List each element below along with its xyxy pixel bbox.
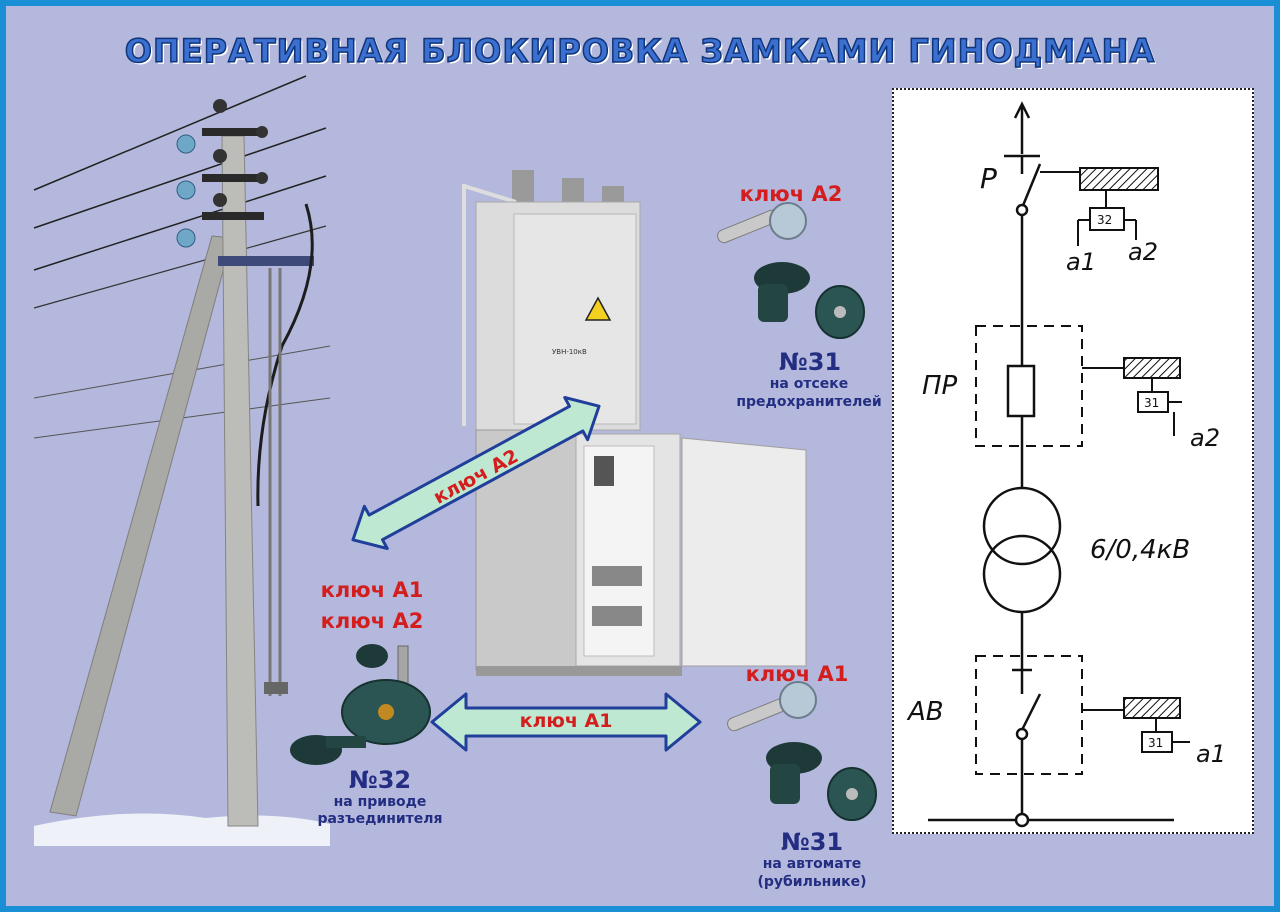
lock31-breaker-caption-line2: (рубильнике) xyxy=(757,874,867,890)
schematic-a1-top: а1 xyxy=(1066,248,1096,276)
lock31-fuse-caption-line1: на отсеке xyxy=(769,376,849,392)
schematic-a2-mid: а2 xyxy=(1190,424,1220,452)
electrical-schematic: Р ПР 6/0,4кВ АВ 32 31 31 а1 а2 а2 а1 xyxy=(892,88,1254,834)
key-a1-icon xyxy=(727,681,817,732)
lock32-caption-line2: разъединителя xyxy=(317,811,443,827)
lock31-breaker-key: ключ А1 xyxy=(745,662,849,686)
schematic-lock-top: 32 xyxy=(1097,213,1112,227)
schematic-fuse-label: ПР xyxy=(922,371,958,401)
lock-31-fuse-icon xyxy=(754,262,865,339)
schematic-switch-label: Р xyxy=(980,162,997,195)
lock31-fuse-caption-line2: предохранителей xyxy=(736,394,882,410)
cabinet-label: УВН-10кВ xyxy=(552,348,587,356)
lock31-fuse-key: ключ А2 xyxy=(739,182,843,206)
lock31-breaker-number: №31 xyxy=(780,828,844,856)
lock-31-breaker-icon xyxy=(766,742,877,821)
horizontal-arrow-label: ключ А1 xyxy=(519,710,613,732)
schematic-a2-top: а2 xyxy=(1128,238,1158,266)
schematic-a1-bot: а1 xyxy=(1196,740,1226,768)
lock32-key-line2: ключ А2 xyxy=(320,609,424,633)
lock32-caption-line1: на приводе xyxy=(333,794,427,810)
lock31-breaker-caption-line1: на автомате xyxy=(762,856,862,872)
lock31-fuse-number: №31 xyxy=(778,348,842,376)
schematic-lock-mid: 31 xyxy=(1144,396,1159,410)
poster: ОПЕРАТИВНАЯ БЛОКИРОВКА ЗАМКАМИ ГИНОДМАНА xyxy=(6,6,1274,906)
poster-title: ОПЕРАТИВНАЯ БЛОКИРОВКА ЗАМКАМИ ГИНОДМАНА xyxy=(124,31,1156,71)
arrows-layer xyxy=(351,396,702,752)
schematic-lock-bot: 31 xyxy=(1148,736,1163,750)
keys-and-locks xyxy=(290,202,877,821)
schematic-breaker-label: АВ xyxy=(906,697,944,727)
horizontal-arrow xyxy=(430,692,702,752)
power-pole-illustration xyxy=(33,75,331,846)
key-a2-icon xyxy=(717,202,807,244)
lock32-number: №32 xyxy=(348,766,412,794)
lock-32-icon xyxy=(290,644,431,765)
lock32-key-line1: ключ А1 xyxy=(320,578,424,602)
diagonal-arrow xyxy=(351,396,601,550)
schematic-transformer-label: 6/0,4кВ xyxy=(1090,535,1190,565)
